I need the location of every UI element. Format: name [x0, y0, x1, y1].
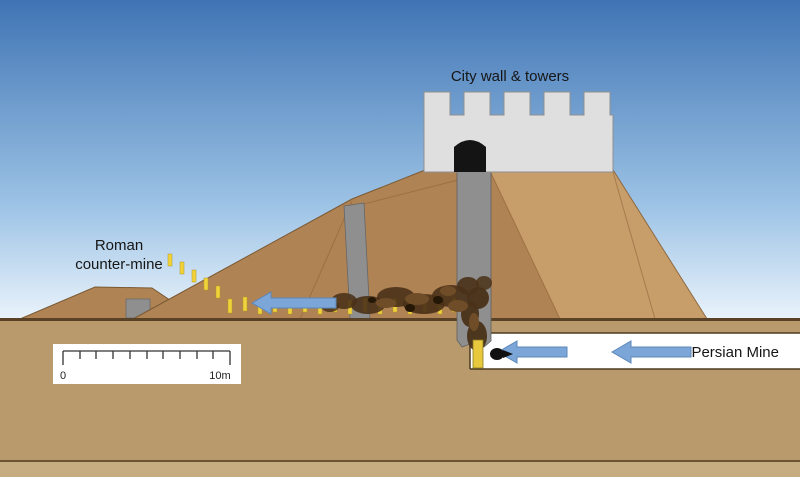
persian-mine-arrow-left-icon-2 — [611, 340, 692, 364]
ground-bottom-strip — [0, 462, 800, 477]
scale-ten-label: 10m — [209, 370, 230, 382]
tunnel-head-prop — [472, 339, 484, 369]
roman-counter-mine-label-line1: Roman — [95, 237, 143, 254]
wall-gate — [454, 140, 486, 172]
persian-mine-arrow-left-icon-1 — [497, 340, 568, 364]
scale-bar: 0 10m — [53, 344, 241, 384]
fire-pot-icon — [490, 348, 513, 360]
counter-mine-arrow-left-icon — [251, 291, 337, 315]
scale-ruler — [62, 350, 231, 365]
scale-zero-label: 0 — [60, 370, 66, 382]
roman-counter-mine-label-line2: counter-mine — [75, 256, 163, 273]
smoke-highlights — [376, 286, 479, 331]
smoke-dark-specks — [368, 296, 443, 312]
persian-mine-label: Persian Mine — [691, 344, 779, 361]
direction-arrows — [251, 291, 692, 364]
city-wall-label: City wall & towers — [451, 68, 569, 85]
